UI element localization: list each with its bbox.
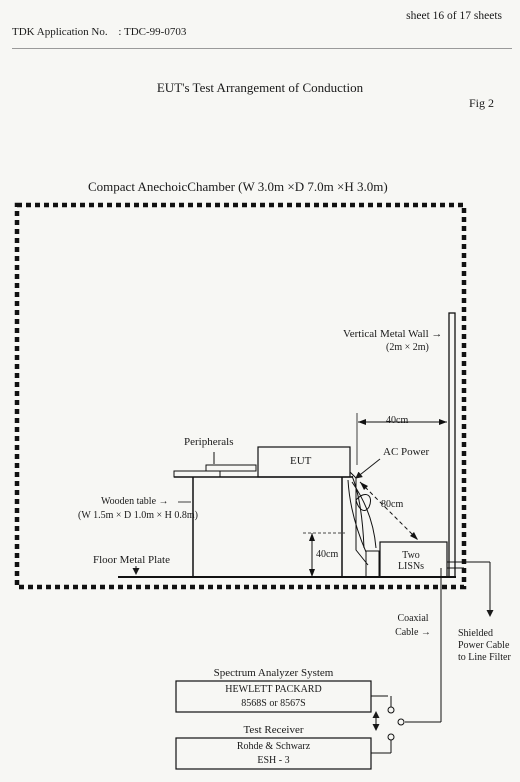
vertical-metal-wall — [448, 312, 456, 578]
lisn-box-small — [365, 550, 380, 578]
dim-wall-arrowhead-left — [358, 419, 366, 425]
dim-lisn-arrowhead-top — [360, 482, 368, 490]
peripherals-label: Peripherals — [184, 436, 234, 448]
analyzer-line2: 8568S or 8567S — [241, 698, 306, 709]
dim-wall-arrowhead-right — [439, 419, 447, 425]
floor-label: Floor Metal Plate — [93, 554, 170, 566]
analyzer-line1: HEWLETT PACKARD — [225, 684, 322, 695]
wall-size: (2m × 2m) — [386, 342, 429, 353]
lisn-label-line2: LISNs — [397, 561, 425, 572]
table-size: (W 1.5m × D 1.0m × H 0.8m) — [78, 510, 198, 521]
eut-label: EUT — [290, 455, 312, 467]
application-label: TDK Application No. — [12, 26, 108, 38]
figure-label: Fig 2 — [468, 96, 494, 110]
selector-switch — [371, 695, 405, 754]
sheet-number: sheet 16 of 17 sheets — [406, 10, 502, 22]
shielded-power-cable — [447, 561, 494, 617]
shielded-label-line2: Power Cable — [458, 640, 510, 651]
lisn-label: Two LISNs — [386, 550, 436, 572]
wall-label: Vertical Metal Wall → — [343, 328, 443, 340]
peripheral-box-lower — [173, 470, 221, 478]
wooden-table — [174, 476, 353, 577]
application-number: TDK Application No. : TDC-99-0703 — [12, 26, 186, 38]
shielded-label-line3: to Line Filter — [458, 652, 511, 663]
anechoic-chamber-boundary — [14, 202, 467, 590]
dim-lisn-arrowhead-bottom — [410, 532, 418, 540]
chamber-label: Compact AnechoicChamber (W 3.0m ×D 7.0m … — [88, 179, 388, 194]
coax-label-line1: Coaxial — [397, 613, 429, 624]
lisn-label-line1: Two — [402, 550, 420, 561]
peripheral-box-upper — [205, 464, 257, 472]
analyzer-title: Spectrum Analyzer System — [213, 667, 334, 679]
receiver-line2: ESH - 3 — [257, 755, 290, 766]
dim-lisn-line — [359, 481, 419, 541]
ac-power-pointer — [355, 458, 381, 479]
eut-power-cable — [347, 471, 377, 566]
shielded-cable-label: Shielded Power Cable to Line Filter — [458, 628, 511, 664]
lisn-box — [379, 541, 448, 578]
eut-box — [257, 446, 351, 478]
table-label: Wooden table → — [101, 496, 169, 507]
header-rule — [12, 48, 512, 49]
dim-height-arrowhead-top — [309, 533, 315, 541]
wall-distance-label: 40cm — [386, 415, 409, 426]
ac-power-label: AC Power — [383, 446, 430, 458]
shielded-label-line1: Shielded — [458, 628, 493, 639]
dim-height-arrowhead-bottom — [309, 569, 315, 577]
application-value: : TDC-99-0703 — [118, 26, 187, 38]
coax-label-line2: Cable → — [395, 627, 431, 638]
receiver-line1: Rohde & Schwarz — [236, 741, 311, 752]
coaxial-cable-label: Coaxial Cable → — [389, 613, 437, 638]
coaxial-cable — [405, 567, 464, 723]
height-label: 40cm — [316, 549, 339, 560]
lisn-distance-label: 80cm — [381, 499, 404, 510]
page-title: EUT's Test Arrangement of Conduction — [156, 80, 364, 95]
receiver-title: Test Receiver — [243, 724, 304, 736]
